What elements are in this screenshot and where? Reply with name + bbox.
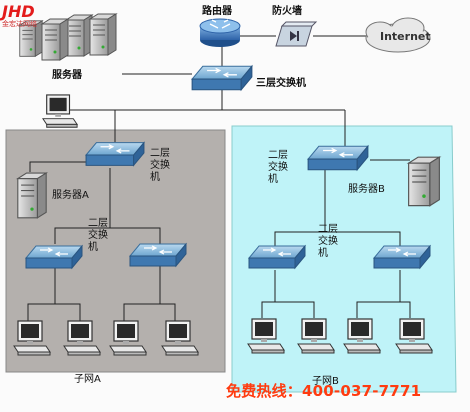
firewall-label: 防火墙: [272, 6, 302, 17]
server-icon: [408, 156, 440, 207]
right-lower-switch-label: 二层交换机: [318, 224, 338, 259]
left-lower-switch-label: 二层交换机: [88, 218, 108, 253]
subnet-a-panel: [5, 129, 226, 373]
connection-lines: [27, 35, 411, 322]
right-upper-switch-label: 二层交换机: [268, 150, 288, 185]
internet-cloud-icon: [365, 17, 431, 53]
switch-icon: [191, 65, 253, 91]
firewall-icon: [275, 21, 318, 47]
server-b-label: 服务器B: [348, 184, 385, 195]
server-a-label: 服务器A: [52, 190, 89, 201]
core-switch-label: 三层交换机: [256, 78, 306, 89]
router-icon: [199, 18, 241, 47]
subnet-b-label: 子网B: [312, 376, 339, 387]
left-upper-switch-label: 二层交换机: [150, 148, 170, 183]
router-label: 路由器: [202, 6, 232, 17]
servers-top-label: 服务器: [52, 70, 82, 81]
logo-brand: JHD: [2, 2, 35, 21]
internet-label: Internet: [380, 30, 431, 43]
logo-subtitle: 金宏达网络: [2, 20, 37, 28]
server-icon: [17, 172, 47, 219]
hotline-text: 免费热线：400-037-7771: [226, 382, 422, 400]
subnet-a-label: 子网A: [74, 374, 101, 385]
jhd-logo: JHD 金宏达网络: [2, 4, 60, 38]
workstation-icon: [42, 94, 78, 128]
